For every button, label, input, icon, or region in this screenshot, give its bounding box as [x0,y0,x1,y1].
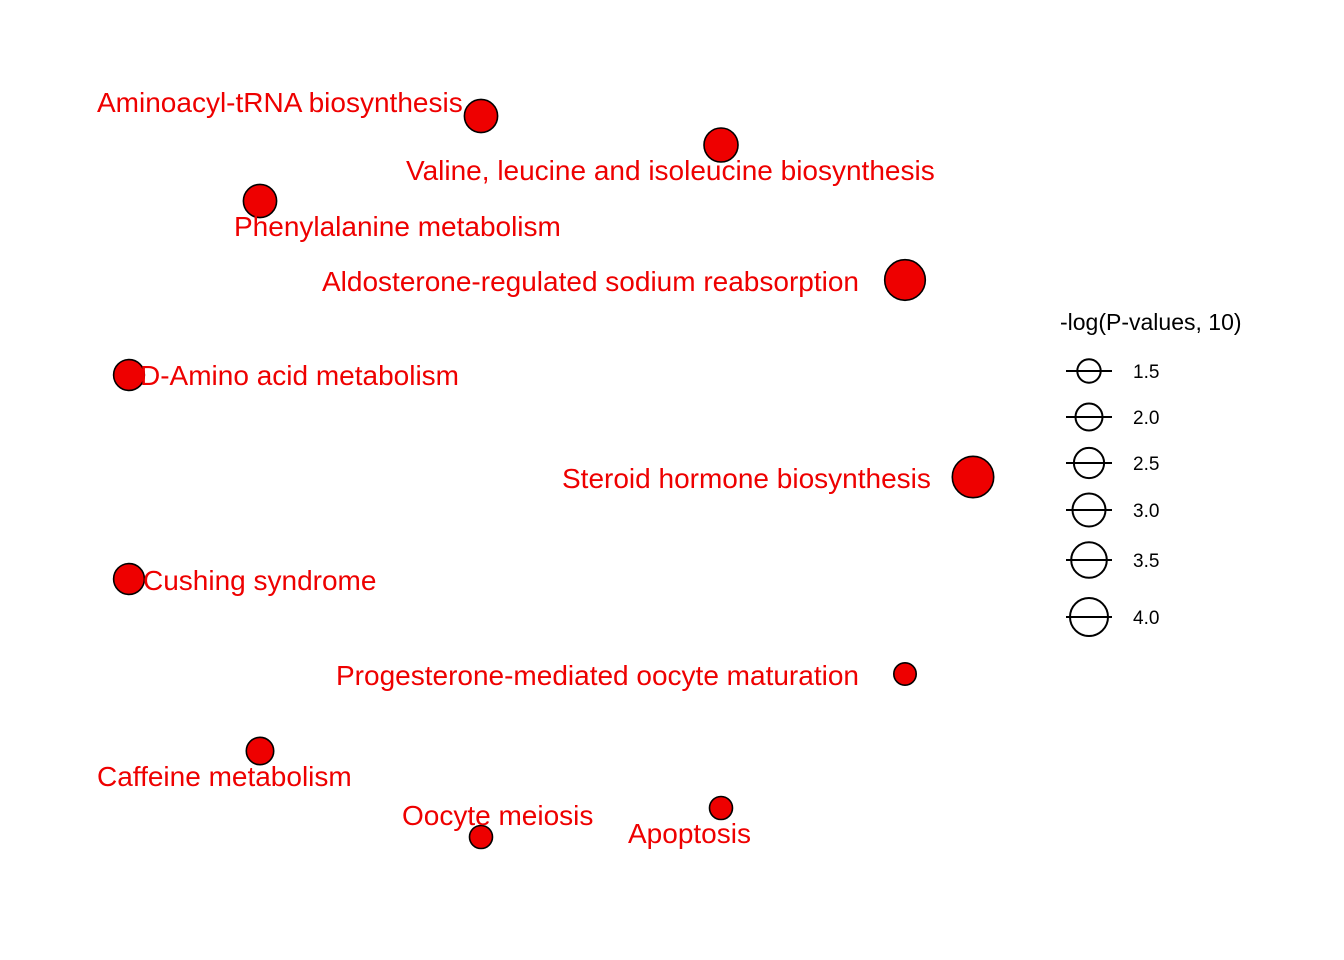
point-label: Aldosterone-regulated sodium reabsorptio… [322,266,859,297]
points-layer [112,98,995,850]
data-point [245,736,275,766]
size-legend-key-circle [1072,446,1106,480]
size-legend-key-circle [1069,597,1109,637]
size-legend-key-label: 1.5 [1133,362,1159,383]
point-label: Phenylalanine metabolism [234,211,561,242]
point-label: Valine, leucine and isoleucine biosynthe… [406,155,935,186]
size-legend-key-label: 3.5 [1133,551,1159,572]
point-label: Cushing syndrome [143,565,376,596]
size-legend-title: -log(P-values, 10) [1060,309,1242,335]
data-point [883,258,927,302]
size-legend-key-label: 2.5 [1133,454,1159,475]
size-legend-key-label: 3.0 [1133,501,1159,522]
size-legend-key-circle [1074,402,1104,432]
size-legend: -log(P-values, 10) 1.5 2.0 2.5 3.0 3.5 4.0 [1060,309,1242,637]
size-legend-keys: 1.5 2.0 2.5 3.0 3.5 4.0 [1066,358,1159,637]
size-legend-key-label: 2.0 [1133,408,1159,429]
point-label: Progesterone-mediated oocyte maturation [336,660,859,691]
point-label: Apoptosis [628,818,751,849]
data-point [951,455,995,499]
point-label: D-Amino acid metabolism [140,360,459,391]
data-point [242,183,278,219]
data-point [468,824,494,850]
data-point [703,127,739,163]
size-legend-key-circle [1070,541,1108,579]
data-point [892,661,917,686]
size-legend-key-circle [1076,358,1102,384]
point-label: Caffeine metabolism [97,761,352,792]
point-label: Steroid hormone biosynthesis [562,463,931,494]
data-point [463,98,499,134]
point-label: Aminoacyl-tRNA biosynthesis [97,87,463,118]
size-legend-key-label: 4.0 [1133,608,1159,629]
data-point [708,795,734,821]
size-legend-key-circle [1071,492,1107,528]
data-point [112,562,146,596]
point-label: Oocyte meiosis [402,800,593,831]
data-point [112,358,146,392]
